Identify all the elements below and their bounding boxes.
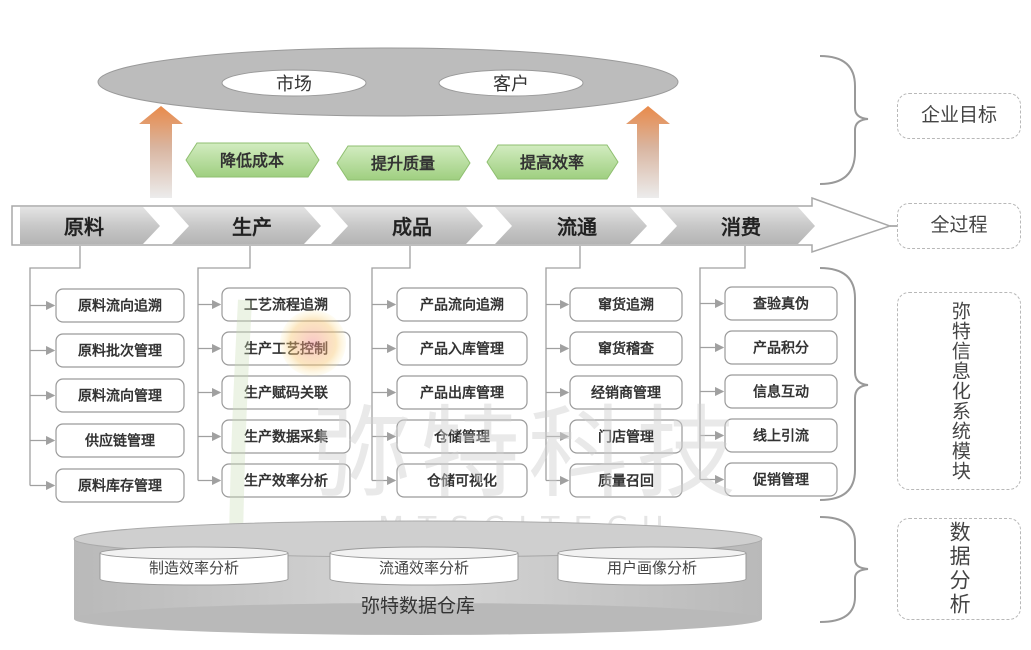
goal-hex-quality [336,145,471,181]
module-label: 查验真伪 [753,296,809,313]
module-label: 线上引流 [753,428,809,445]
enterprise-ellipse [97,47,679,117]
watermark-bamboo [229,299,252,541]
module-box [55,288,185,323]
module-box [724,330,838,365]
module-label: 原料流向管理 [78,388,162,405]
stage-label-circulation: 流通 [557,215,597,239]
warehouse-label: 弥特数据仓库 [361,595,475,617]
module-label: 信息互动 [753,384,809,401]
module-label: 仓储可视化 [426,473,497,490]
goal-hex-efficiency [486,144,619,180]
module-box [396,419,528,454]
brace-modules [819,267,869,501]
stage-label-consumption: 消费 [721,215,761,239]
module-label: 窜货稽查 [598,341,655,358]
side-label-data: 数据分析 [897,518,1021,620]
module-box [55,468,185,503]
stage-chevron-production [172,207,321,244]
module-label: 工艺流程追溯 [244,297,328,314]
goal-label-cost: 降低成本 [220,151,284,170]
module-box [724,286,838,321]
module-label: 原料流向追溯 [78,298,162,315]
analysis-label-user: 用户画像分析 [607,559,697,577]
side-label-process: 全过程 [897,203,1021,249]
stage-chevron-product [331,207,483,244]
up-arrow-left [139,106,183,198]
stage-chevron-circulation [495,207,647,244]
module-connector [197,246,251,481]
watermark-cn: 弥特科技 [312,395,744,512]
warehouse-bottom [74,603,762,635]
customer-label: 客户 [493,74,529,95]
module-box [396,287,528,322]
module-label: 产品出库管理 [420,385,504,402]
analysis-label-manufacturing: 制造效率分析 [149,559,239,577]
module-box [55,333,185,368]
module-label: 窜货追溯 [598,297,654,314]
module-box [724,418,838,453]
module-label: 产品入库管理 [420,341,504,358]
module-label: 原料批次管理 [78,343,162,360]
analysis-drum-top-2 [329,546,519,560]
analysis-drum-top-1 [99,546,289,560]
market-label: 市场 [276,74,312,95]
module-box [569,331,683,366]
module-label: 门店管理 [598,429,654,446]
analysis-drum-top-3 [557,546,747,560]
up-arrow-right [626,106,670,198]
brace-goal [819,55,869,185]
module-connector [545,246,581,481]
module-box [221,375,351,410]
module-label: 仓储管理 [433,429,490,446]
analysis-label-circulation: 流通效率分析 [379,559,469,577]
module-label: 产品积分 [753,340,809,357]
side-label-goal: 企业目标 [897,93,1021,139]
analysis-drums [99,546,747,586]
module-connector [371,246,411,481]
stage-label-product: 成品 [392,215,432,239]
side-label-modules: 弥特信息化系统模块 [897,292,1021,490]
module-box [724,462,838,497]
module-label: 质量召回 [598,473,654,490]
module-box [724,374,838,409]
module-label: 生产数据采集 [244,429,329,446]
goal-label-quality: 提升质量 [371,154,435,173]
module-box [55,423,185,458]
module-label: 经销商管理 [591,385,661,402]
module-connector [29,246,81,486]
watermark-sun [280,310,346,376]
module-box [569,375,683,410]
module-connector [699,246,746,480]
module-box [221,419,351,454]
module-label: 生产赋码关联 [244,385,329,402]
module-box [569,419,683,454]
customer-oval [438,69,584,97]
goal-hex-cost [185,142,320,178]
module-label: 产品流向追溯 [420,297,504,314]
module-box [55,378,185,413]
module-box [396,463,528,498]
brace-data [819,516,869,623]
module-box [569,463,683,498]
module-box [569,287,683,322]
module-label: 促销管理 [752,472,809,489]
module-columns: 原料流向追溯原料批次管理原料流向管理供应链管理原料库存管理工艺流程追溯生产工艺控… [29,246,838,503]
stage-chevron-consumption [660,207,815,244]
stage-chevrons [20,207,815,244]
market-oval [221,69,367,97]
module-label: 原料库存管理 [78,478,162,495]
module-label: 供应链管理 [84,433,155,450]
module-box [396,375,528,410]
stage-label-production: 生产 [232,215,272,239]
module-label: 生产效率分析 [244,473,328,490]
stage-label-raw: 原料 [64,215,104,239]
module-box [396,331,528,366]
stage-chevron-raw [20,207,160,244]
goal-label-efficiency: 提高效率 [520,153,584,172]
module-box [221,463,351,498]
